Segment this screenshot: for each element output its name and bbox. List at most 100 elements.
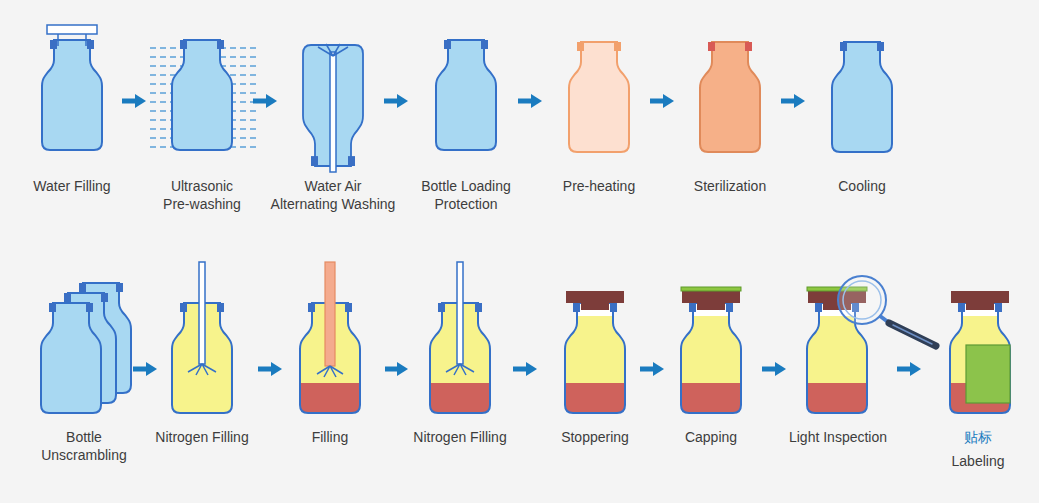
arrow-shaft: [518, 99, 532, 104]
aluminium-cap: [681, 287, 741, 291]
step-caption: Nitrogen Filling: [385, 428, 535, 446]
step-caption: Water Filling: [0, 177, 147, 195]
bottle-neck-mark: [438, 303, 482, 312]
step-label: Labeling: [952, 452, 1005, 470]
flow-arrow: [650, 94, 674, 108]
step-caption: Nitrogen Filling: [127, 428, 277, 446]
arrow-shaft: [897, 367, 911, 372]
process-step: Bottle Unscrambling: [36, 262, 133, 416]
filling-needle: [325, 262, 335, 366]
arrow-shaft: [513, 367, 527, 372]
flow-arrow: [897, 362, 921, 376]
wash-nozzle: [330, 52, 336, 172]
step-label: Nitrogen Filling: [155, 428, 248, 446]
flow-arrow: [781, 94, 805, 108]
arrow-shaft: [385, 367, 398, 372]
step-caption: Light Inspection: [763, 428, 913, 446]
step-caption: Ultrasonic Pre-washing: [157, 177, 247, 213]
step-label: Filling: [312, 428, 349, 446]
bottle-neck-mark: [840, 42, 884, 51]
magnifier-handle: [889, 323, 936, 346]
liquid: [681, 383, 741, 413]
bottle-neck-mark: [308, 303, 352, 312]
bottle: [172, 40, 232, 150]
step-caption: Pre-heating: [524, 177, 674, 195]
flow-arrow: [133, 362, 157, 376]
process-step: Water Air Alternating Washing: [277, 22, 384, 167]
flow-arrow: [384, 94, 408, 108]
arrow-head: [910, 362, 921, 376]
bottle-neck-mark: [180, 303, 224, 312]
bottle-neck-mark: [708, 42, 752, 51]
stopper-plug: [966, 303, 994, 310]
bottle-neck-mark: [79, 283, 123, 292]
spray-lines: [317, 366, 343, 377]
process-step: Nitrogen Filling: [157, 262, 258, 416]
filling-head: [47, 25, 97, 34]
step-caption: 贴标Labeling: [903, 428, 1039, 470]
magnifier-ring: [843, 281, 881, 319]
spray-lines: [446, 364, 474, 375]
rubber-stopper: [951, 291, 1009, 303]
flow-arrow: [122, 94, 146, 108]
flow-arrow: [258, 362, 282, 376]
process-step: Nitrogen Filling: [408, 262, 513, 416]
spray-lines: [318, 44, 348, 56]
nitrogen-needle: [457, 262, 463, 364]
spray-lines: [188, 364, 216, 375]
liquid: [807, 383, 867, 413]
process-step: Bottle Loading Protection: [408, 22, 518, 167]
bottle: [565, 303, 625, 413]
arrow-shaft: [762, 367, 776, 372]
bottle-outline: [681, 303, 741, 413]
bottle-neck-mark: [64, 293, 108, 302]
bottle-neck: [963, 304, 997, 316]
step-label: Sterilization: [694, 177, 766, 195]
step-label: Stoppering: [561, 428, 629, 446]
bottle: [436, 40, 496, 150]
bottle-neck-mark: [577, 42, 621, 51]
arrow-shaft: [122, 99, 136, 104]
stopper-plug: [581, 303, 609, 310]
step-label: Bottle Loading Protection: [411, 177, 521, 213]
flow-arrow: [385, 362, 408, 376]
step-caption: Capping: [636, 428, 786, 446]
arrow-head: [663, 94, 674, 108]
step-label: Capping: [685, 428, 737, 446]
bottle-neck-mark: [180, 40, 224, 49]
bottle: [569, 42, 629, 152]
flow-arrow: [253, 94, 277, 108]
bottle-neck-mark: [50, 40, 94, 49]
rubber-stopper: [566, 291, 624, 303]
arrow-shaft: [258, 367, 272, 372]
step-caption: Bottle Loading Protection: [411, 177, 521, 213]
process-step: Stoppering: [537, 262, 640, 416]
step-caption: Cooling: [787, 177, 937, 195]
bottle-neck-mark: [444, 40, 488, 49]
arrow-head: [397, 362, 408, 376]
bottle: [832, 42, 892, 152]
arrow-shaft: [640, 367, 654, 372]
liquid: [430, 383, 490, 413]
bottle: [681, 303, 741, 413]
bottle: [41, 303, 101, 413]
rubber-stopper: [682, 291, 740, 303]
liquid: [565, 383, 625, 413]
stopper-plug: [697, 303, 725, 310]
flow-arrow: [513, 362, 537, 376]
step-label: Light Inspection: [789, 428, 887, 446]
arrow-head: [397, 94, 408, 108]
bottle-neck: [694, 304, 728, 316]
arrow-head: [266, 94, 277, 108]
bottle-outline: [565, 303, 625, 413]
step-label: Water Air Alternating Washing: [270, 177, 397, 213]
bottle: [950, 303, 1010, 413]
bottle-label: [966, 345, 1010, 403]
arrow-head: [775, 362, 786, 376]
arrow-head: [135, 94, 146, 108]
process-step: 贴标Labeling: [921, 262, 1030, 416]
process-step: Light Inspection: [786, 262, 897, 416]
step-caption: Filling: [255, 428, 405, 446]
